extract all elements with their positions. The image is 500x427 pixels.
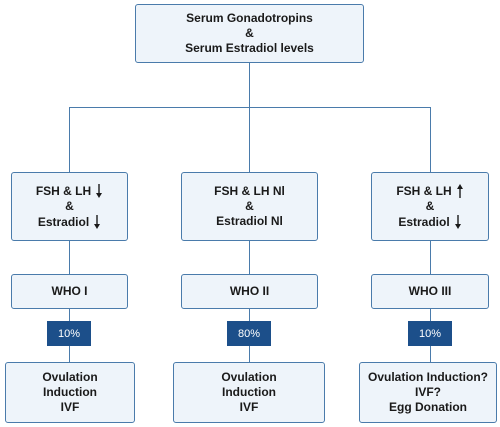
who-box-1: WHO I — [11, 274, 128, 309]
hormone-box-who-3: FSH & LH & Estradiol — [371, 172, 489, 241]
treatment-line-3: Egg Donation — [389, 400, 467, 414]
treatment-box-1: Ovulation Induction IVF — [5, 362, 135, 423]
root-box: Serum Gonadotropins & Serum Estradiol le… — [135, 4, 364, 63]
hormone-label-3: FSH & LH — [396, 183, 452, 198]
root-line-2: & — [245, 26, 254, 40]
hormone-and: & — [245, 199, 254, 213]
treatment-line-3: IVF — [60, 400, 80, 414]
who-label-3: WHO III — [408, 284, 452, 298]
branch-3-drop — [430, 107, 431, 172]
who-box-3: WHO III — [371, 274, 489, 309]
root-line-3: Serum Estradiol levels — [185, 41, 314, 55]
treatment-box-3: Ovulation Induction? IVF? Egg Donation — [359, 362, 497, 423]
branch-3-hormone-who-link — [430, 241, 431, 274]
percent-badge-3: 10% — [408, 321, 452, 346]
branch-1-hormone-who-link — [69, 241, 70, 274]
treatment-line-1: Ovulation — [42, 370, 98, 384]
arrow-up-icon — [456, 183, 464, 199]
percent-badge-1: 10% — [47, 321, 91, 346]
branch-1-drop — [69, 107, 70, 172]
hormone-and: & — [425, 199, 435, 213]
branch-2-drop — [249, 107, 250, 172]
who-box-2: WHO II — [181, 274, 318, 309]
hormone-box-who-2: FSH & LH Nl & Estradiol Nl — [181, 172, 318, 241]
root-connector-vertical — [249, 63, 250, 108]
treatment-line-2: Induction — [222, 385, 276, 399]
estradiol-label-2: Estradiol Nl — [216, 214, 283, 228]
arrow-down-icon — [95, 183, 103, 199]
arrow-down-icon — [93, 214, 101, 230]
treatment-line-3: IVF — [239, 400, 259, 414]
treatment-box-2: Ovulation Induction IVF — [173, 362, 325, 423]
arrow-down-icon — [454, 214, 462, 230]
estradiol-label-1: Estradiol — [37, 214, 90, 229]
who-label-1: WHO I — [51, 284, 88, 298]
who-label-2: WHO II — [229, 284, 270, 298]
hormone-and: & — [65, 199, 74, 213]
treatment-line-1: Ovulation — [221, 370, 277, 384]
hormone-box-who-1: FSH & LH & Estradiol — [11, 172, 128, 241]
root-line-1: Serum Gonadotropins — [186, 11, 313, 25]
hormone-label-2: FSH & LH Nl — [214, 184, 285, 198]
branch-connector-horizontal — [69, 107, 431, 108]
branch-2-hormone-who-link — [249, 241, 250, 274]
treatment-line-2: IVF? — [415, 385, 441, 399]
percent-badge-2: 80% — [227, 321, 271, 346]
treatment-line-2: Induction — [43, 385, 97, 399]
estradiol-label-3: Estradiol — [398, 214, 450, 229]
hormone-label-1: FSH & LH — [35, 183, 92, 198]
treatment-line-1: Ovulation Induction? — [368, 370, 488, 384]
